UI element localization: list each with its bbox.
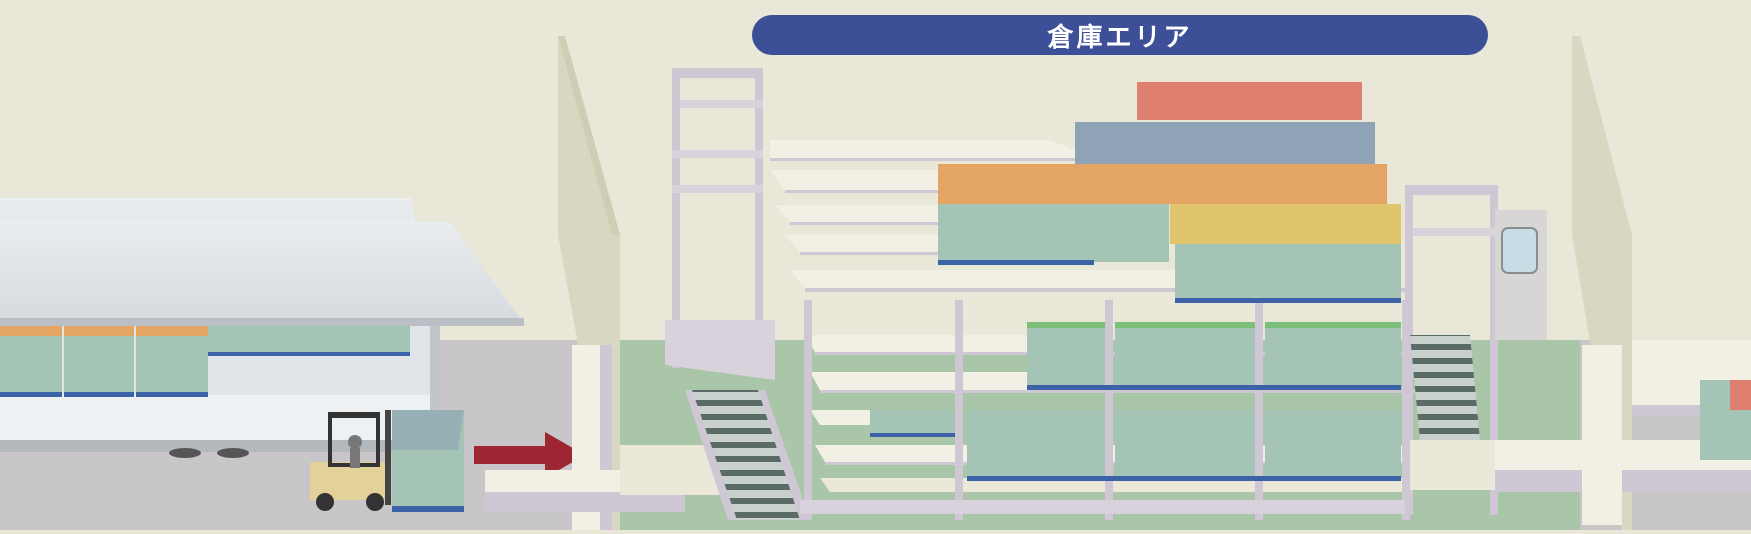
inbound-conveyor xyxy=(485,345,720,530)
lift-icon xyxy=(665,68,775,380)
outbound-conveyor xyxy=(1495,340,1751,525)
door-icon xyxy=(1495,210,1547,340)
truck-icon xyxy=(0,198,525,458)
arrow-right-icon xyxy=(474,432,585,478)
lift-icon-right xyxy=(1405,185,1498,515)
conveyor-icon xyxy=(685,390,810,520)
pallet-box-icon xyxy=(870,82,1401,481)
area-title: 倉庫エリア xyxy=(1047,22,1193,53)
area-title-banner: 倉庫エリア xyxy=(752,15,1488,55)
forklift-icon xyxy=(310,410,464,512)
truck-cargo xyxy=(0,326,410,397)
